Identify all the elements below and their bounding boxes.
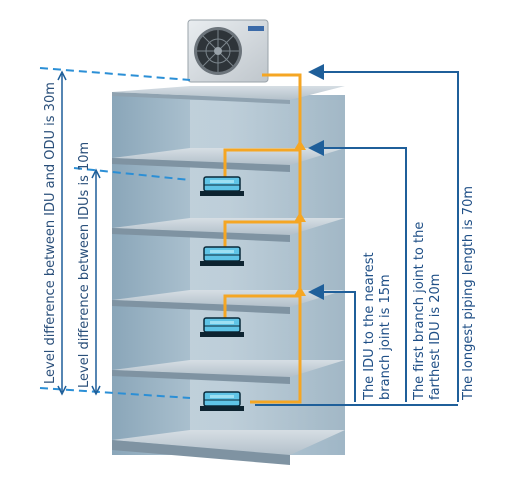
ceiling-cassette-icon xyxy=(199,246,245,267)
flow-arrows xyxy=(294,140,306,296)
label-nearest-branch-1: The IDU to the nearest xyxy=(362,252,377,401)
level-reference-lines xyxy=(39,67,191,399)
label-level-idus: Level difference between IDUs is 10m xyxy=(77,142,92,388)
floor-slab-2 xyxy=(112,290,345,307)
floor-slab-1 xyxy=(112,360,345,377)
ceiling-cassette-icon xyxy=(199,391,245,412)
ground-slab xyxy=(112,430,345,455)
level-dimension-lines xyxy=(57,70,101,396)
label-level-idu-odu: Level difference between IDU and ODU is … xyxy=(43,82,58,384)
branch-pipe-2 xyxy=(223,294,300,320)
label-nearest-branch-2: branch joint is 15m xyxy=(378,274,393,400)
refrigerant-piping xyxy=(223,73,302,404)
ceiling-cassette-icon xyxy=(199,176,245,197)
branch-pipe-3 xyxy=(223,220,300,248)
floor-slab-4 xyxy=(112,148,345,165)
piping-length-lines xyxy=(255,64,459,406)
branch-pipe-4 xyxy=(223,148,300,178)
label-farthest-idu-2: farthest IDU is 20m xyxy=(428,274,443,400)
label-longest-piping: The longest piping length is 70m xyxy=(461,186,476,401)
longest-piping-line xyxy=(308,64,459,402)
label-farthest-idu-1: The first branch joint to the xyxy=(412,222,427,401)
main-pipe xyxy=(250,73,302,404)
ceiling-cassette-icon xyxy=(199,317,245,338)
outdoor-unit-icon xyxy=(187,19,269,83)
nearest-branch-line xyxy=(308,284,356,402)
roof-slab xyxy=(112,86,345,100)
floor-slabs xyxy=(112,86,345,465)
farthest-idu-line xyxy=(308,140,407,402)
